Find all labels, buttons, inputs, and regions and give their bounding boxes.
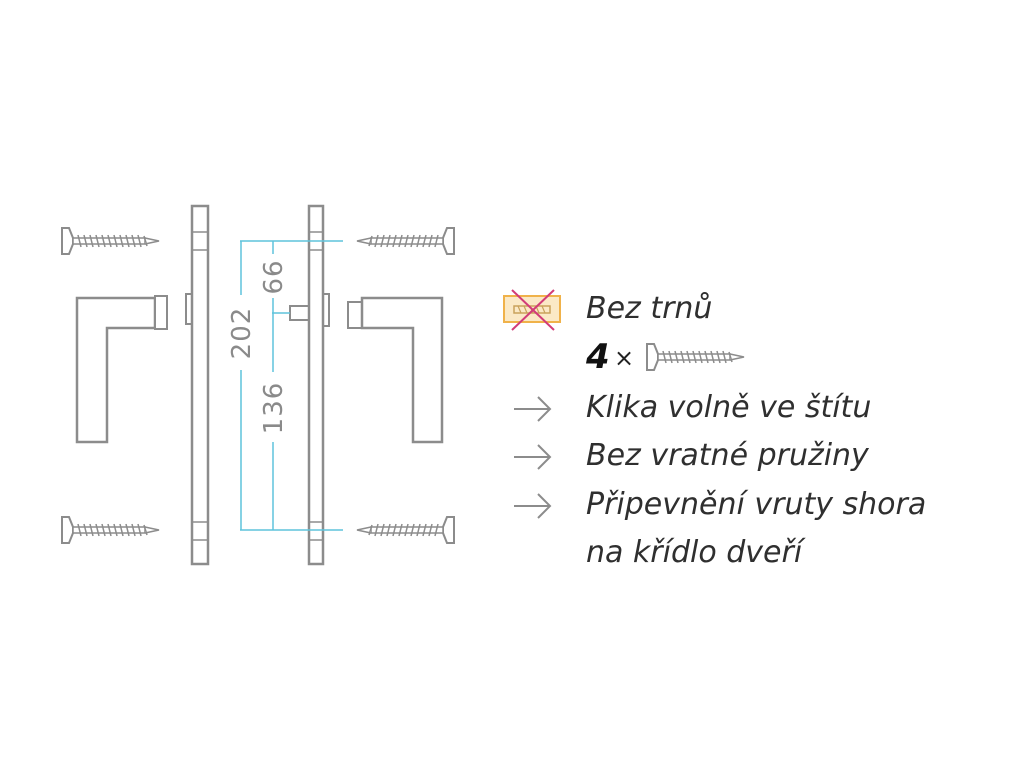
arrow-right-icon xyxy=(514,444,552,470)
arrow-right-icon xyxy=(514,396,552,422)
legend-fixing-line1: Připevnění vruty shora xyxy=(586,487,927,522)
dimension-bottom-label: 136 xyxy=(259,382,289,435)
screw-quantity: 4 xyxy=(586,337,610,377)
legend-screw-icon xyxy=(646,343,745,371)
screw-top-right-icon xyxy=(357,228,454,254)
arrow-right-icon xyxy=(514,493,552,519)
dimension-lines xyxy=(240,240,343,531)
screw-bottom-right-icon xyxy=(357,517,454,543)
dimension-top-label: 66 xyxy=(259,259,289,294)
legend-free-handle-label: Klika volně ve štítu xyxy=(586,390,872,425)
lever-handle-left-icon xyxy=(75,295,168,444)
plate-right-icon xyxy=(289,204,330,566)
screw-top-left-icon xyxy=(61,227,160,255)
lever-handle-right-icon xyxy=(347,296,444,444)
legend-no-spring-label: Bez vratné pružiny xyxy=(586,438,869,473)
legend-fixing-line2: na křídlo dveří xyxy=(586,535,803,570)
screw-quantity-times: × xyxy=(614,344,635,372)
dimension-overall-label: 202 xyxy=(227,307,257,360)
legend-no-spindle-label: Bez trnů xyxy=(586,291,713,326)
plate-left-icon xyxy=(185,204,210,566)
no-spindle-icon xyxy=(503,289,561,331)
screw-bottom-left-icon xyxy=(61,516,160,544)
